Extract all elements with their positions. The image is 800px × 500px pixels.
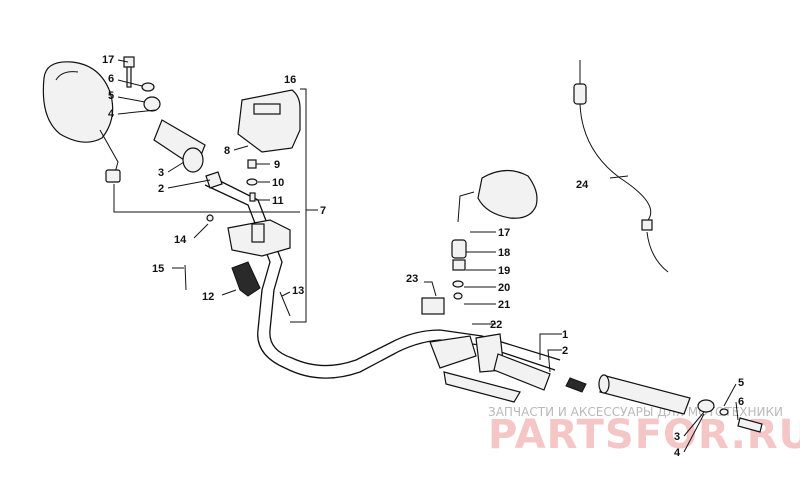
throttle-cable — [573, 60, 669, 273]
callout-14: 14 — [174, 234, 187, 246]
callout-12: 12 — [202, 291, 214, 303]
left-grip-hardware — [123, 56, 223, 189]
left-mirror — [42, 61, 121, 183]
callout-4: 4 — [108, 108, 115, 120]
callouts: 17 6 5 4 3 2 16 8 9 10 11 7 14 15 12 13 … — [102, 54, 744, 459]
callout-17: 17 — [102, 54, 114, 66]
callout-13: 13 — [292, 285, 304, 297]
switch-housing — [237, 89, 301, 202]
right-grip — [493, 353, 763, 433]
left-clamp — [184, 214, 291, 317]
callout-15: 15 — [152, 263, 164, 275]
callout-17b: 17 — [498, 227, 510, 239]
callout-8: 8 — [224, 145, 230, 157]
callout-6: 6 — [108, 73, 114, 85]
right-mirror — [451, 169, 538, 300]
callout-23: 23 — [406, 273, 418, 285]
callout-1: 1 — [562, 329, 568, 341]
callout-18: 18 — [498, 247, 510, 259]
callout-4b: 4 — [674, 447, 681, 459]
callout-20: 20 — [498, 282, 510, 294]
callout-3: 3 — [158, 167, 164, 179]
brake-lever-assembly — [421, 297, 521, 403]
callout-5: 5 — [108, 90, 114, 102]
callout-24: 24 — [576, 179, 589, 191]
watermark: PARTSFOR.RU ЗАПЧАСТИ И АКСЕССУАРЫ ДЛЯ МО… — [488, 405, 800, 458]
callout-21: 21 — [498, 299, 510, 311]
callout-7: 7 — [320, 205, 326, 217]
callout-22: 22 — [490, 319, 502, 331]
callout-19: 19 — [498, 265, 510, 277]
callout-11: 11 — [272, 195, 284, 207]
callout-16: 16 — [284, 74, 296, 86]
callout-2: 2 — [158, 183, 164, 195]
callout-2b: 2 — [562, 345, 568, 357]
handlebar — [204, 177, 561, 379]
callout-3b: 3 — [674, 431, 680, 443]
callout-10: 10 — [272, 177, 284, 189]
leader-lines — [113, 59, 739, 453]
callout-5b: 5 — [738, 377, 744, 389]
callout-9: 9 — [274, 159, 280, 171]
callout-6b: 6 — [738, 396, 744, 408]
